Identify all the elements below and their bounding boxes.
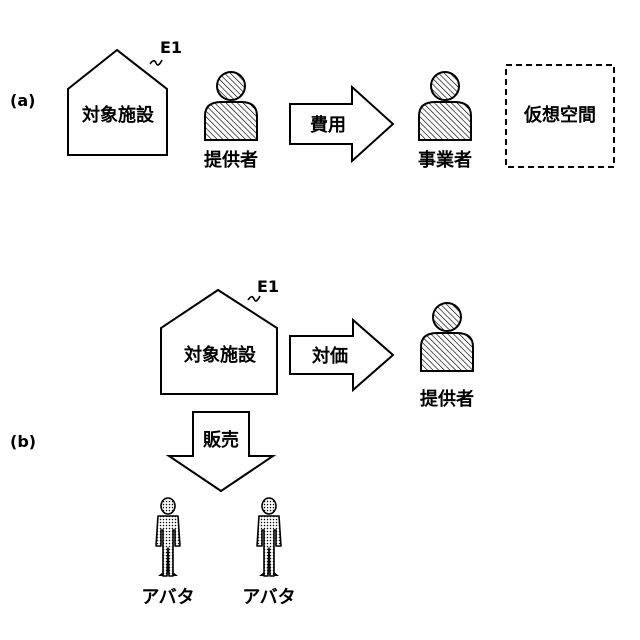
provider-label-b: 提供者 xyxy=(420,388,474,410)
cost-arrow: 費用 xyxy=(290,87,393,161)
compensation-arrow-label: 対価 xyxy=(311,345,348,367)
sale-arrow: 販売 xyxy=(169,412,273,491)
avatar-label-1: アバタ xyxy=(141,587,194,608)
virtual-space-box: 仮想空間 xyxy=(506,65,614,167)
facility-house-a: 対象施設 E1 xyxy=(68,38,182,155)
cost-arrow-label: 費用 xyxy=(310,114,346,136)
virtual-space-label: 仮想空間 xyxy=(523,104,596,126)
provider-person-a: 提供者 xyxy=(204,72,258,171)
avatar-figure-1: アバタ xyxy=(141,498,194,608)
avatar-label-2: アバタ xyxy=(242,587,295,608)
provider-person-b: 提供者 xyxy=(420,303,474,410)
sale-arrow-label: 販売 xyxy=(203,429,239,451)
compensation-arrow: 対価 xyxy=(290,320,393,390)
facility-ref-a: E1 xyxy=(160,38,182,57)
panel-b-label: (b) xyxy=(10,432,36,451)
facility-label-b: 対象施設 xyxy=(183,344,257,366)
avatar-figure-2: アバタ xyxy=(242,498,295,608)
facility-ref-b: E1 xyxy=(257,277,279,296)
operator-label: 事業者 xyxy=(418,149,472,171)
operator-person: 事業者 xyxy=(418,72,472,171)
panel-a-label: (a) xyxy=(10,91,35,110)
facility-label-a: 対象施設 xyxy=(81,104,155,126)
provider-label-a: 提供者 xyxy=(204,149,258,171)
facility-house-b: 対象施設 E1 xyxy=(161,277,279,394)
